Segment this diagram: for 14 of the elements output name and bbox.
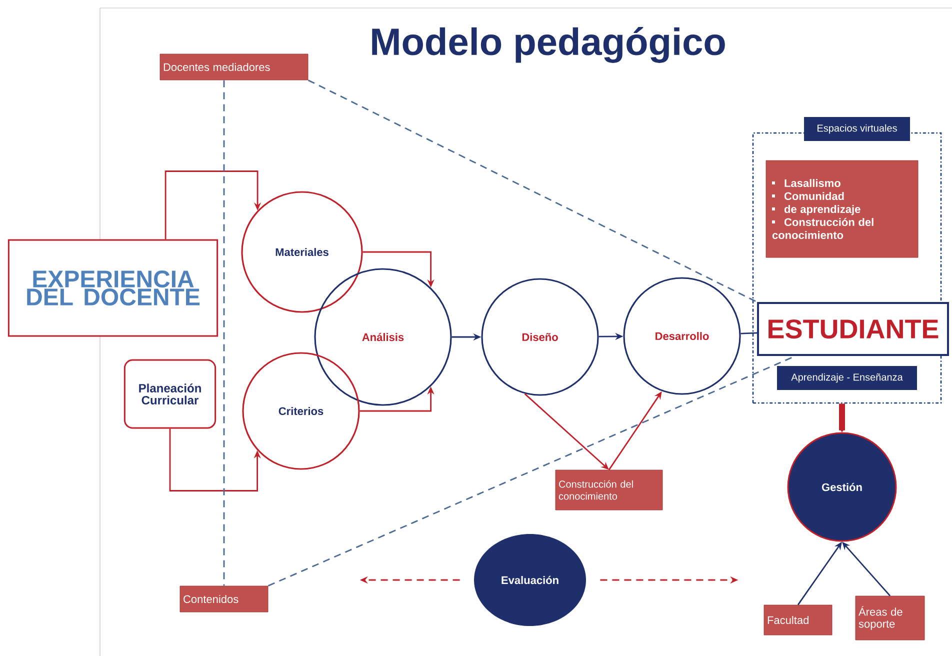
label-box: Construcción del conocimiento — [555, 470, 663, 510]
rounded-box: Planeación Curricular — [124, 359, 216, 429]
label-box: Contenidos — [180, 586, 268, 612]
frame-tab: Espacios virtuales — [804, 117, 910, 141]
heading-box: EXPERIENCIA DEL DOCENTE — [8, 239, 218, 337]
label-box: Áreas de soporte — [855, 596, 925, 640]
arrow — [164, 170, 262, 240]
label-box: Aprendizaje - Enseñanza — [777, 366, 918, 390]
label-box: Docentes mediadores — [160, 54, 308, 80]
label-box: Facultad — [764, 604, 832, 636]
dash-dot-frame — [752, 117, 942, 404]
title: Modelo pedagógico — [372, 27, 725, 63]
bullet-list-box: Lasallismo Comunidad de aprendizaje Construcción del conocimiento — [766, 160, 918, 258]
arrow — [839, 404, 845, 432]
